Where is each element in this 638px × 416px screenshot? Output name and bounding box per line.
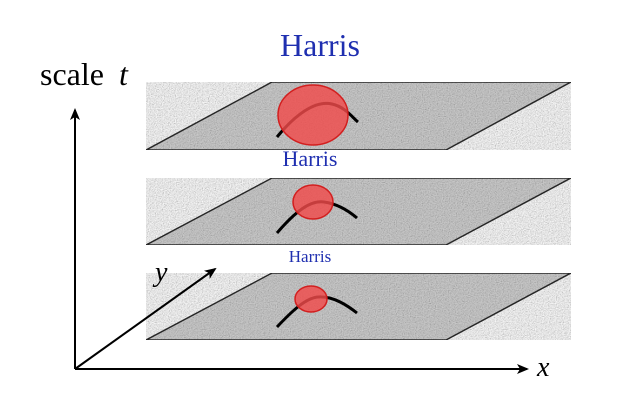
scale-layer-middle (145, 177, 572, 246)
axes (70, 108, 529, 374)
image-plane-middle (145, 177, 572, 246)
scale-axis-word: scale (40, 56, 104, 92)
harris-marker-large (277, 84, 349, 146)
y-axis-label: y (152, 257, 168, 288)
image-plane-bottom (145, 272, 572, 341)
harris-label-top: Harris (280, 27, 360, 63)
scale-axis-label: scale t (40, 56, 129, 92)
x-axis-label: x (536, 352, 550, 383)
harris-marker-small (294, 285, 328, 313)
image-plane-top (145, 81, 572, 151)
harris-label-middle: Harris (283, 146, 338, 171)
scale-axis-variable: t (119, 56, 129, 92)
harris-marker-medium (292, 184, 334, 220)
y-axis (74, 267, 217, 370)
scale-layer-top (145, 81, 572, 151)
harris-label-bottom: Harris (289, 247, 331, 266)
scale-layer-bottom (145, 272, 572, 341)
